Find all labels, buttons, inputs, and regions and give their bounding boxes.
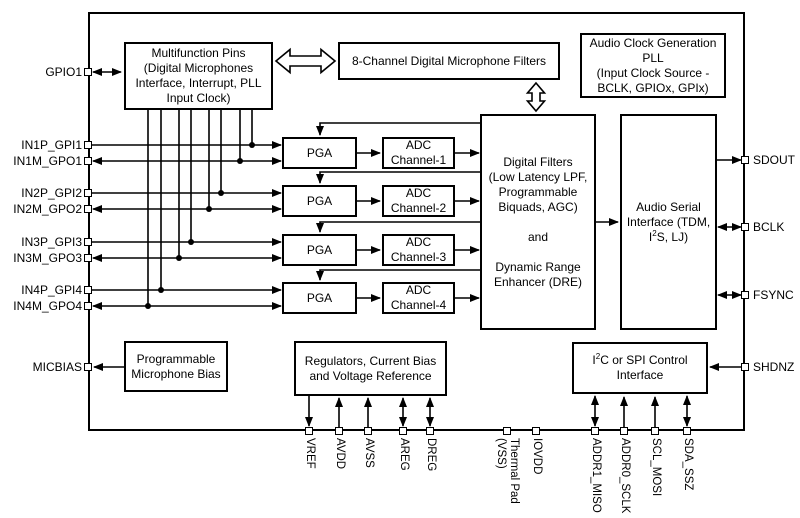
junction-dot <box>206 206 212 212</box>
pin-addr0-sclk <box>620 427 628 435</box>
pin-label-thermal-pad: Thermal Pad (VSS) <box>495 438 520 504</box>
pin-avdd <box>335 427 343 435</box>
junction-dot <box>158 287 164 293</box>
pin-bclk <box>741 223 749 231</box>
pin-label-shdnz: SHDNZ <box>753 360 795 374</box>
pin-sdout <box>741 156 749 164</box>
pin-label-iovdd: IOVDD <box>531 438 543 475</box>
block-digital-filters: Digital Filters (Low Latency LPF, Progra… <box>480 114 596 330</box>
wire-df-pga1-feedback <box>316 122 480 136</box>
pin-label-vref: VREF <box>304 438 316 469</box>
block-adc-channel-3: ADC Channel-3 <box>382 234 455 266</box>
pin-label-sdout: SDOUT <box>753 153 795 167</box>
block-regulators: Regulators, Current Bias and Voltage Ref… <box>294 341 447 396</box>
junction-dot <box>176 255 182 261</box>
junction-dot <box>188 239 194 245</box>
pin-areg <box>399 427 407 435</box>
block-pga-1: PGA <box>282 137 357 169</box>
block-pga-4: PGA <box>282 282 357 314</box>
pin-label-scl-mosi: SCL_MOSI <box>650 438 662 497</box>
pin-micbias <box>84 363 92 371</box>
pin-label-areg: AREG <box>398 438 410 471</box>
pin-iovdd <box>532 427 540 435</box>
pin-label-in4p-gpi4: IN4P_GPI4 <box>21 283 82 297</box>
pin-label-fsync: FSYNC <box>753 288 794 302</box>
block-audio-serial-interface: Audio Serial Interface (TDM, I2S, LJ) <box>620 114 717 330</box>
block-adc-channel-4: ADC Channel-4 <box>382 282 455 314</box>
pin-avss <box>364 427 372 435</box>
pin-label-in2m-gpo2: IN2M_GPO2 <box>13 202 82 216</box>
junction-dot <box>218 190 224 196</box>
block-pga-2: PGA <box>282 185 357 217</box>
wire-df-pga2-feedback <box>316 171 480 184</box>
block-audio-clock-pll: Audio Clock Generation PLL (Input Clock … <box>580 33 726 98</box>
pin-in1m-gpo1 <box>84 157 92 165</box>
bidirectional-bus-arrow-horizontal <box>274 47 337 75</box>
pin-label-in3p-gpi3: IN3P_GPI3 <box>21 235 82 249</box>
block-adc-channel-1: ADC Channel-1 <box>382 137 455 169</box>
pin-in4p-gpi4 <box>84 286 92 294</box>
pin-vref <box>305 427 313 435</box>
pin-dreg <box>426 427 434 435</box>
pin-label-in1p-gpi1: IN1P_GPI1 <box>21 138 82 152</box>
pin-in2m-gpo2 <box>84 205 92 213</box>
pin-label-sda-ssz: SDA_SSZ <box>682 438 694 491</box>
block-dmic-filters: 8-Channel Digital Microphone Filters <box>338 42 560 80</box>
chip-outline <box>88 12 745 431</box>
pin-label-gpio1: GPIO1 <box>45 65 82 79</box>
block-multifunction-pins: Multifunction Pins (Digital Microphones … <box>124 42 273 110</box>
block-adc-channel-2: ADC Channel-2 <box>382 185 455 217</box>
pin-in2p-gpi2 <box>84 189 92 197</box>
junction-dot <box>237 158 243 164</box>
pin-thermal-pad <box>503 427 511 435</box>
pin-label-addr1-miso: ADDR1_MISO <box>590 438 602 513</box>
pin-label-addr0-sclk: ADDR0_SCLK <box>619 438 631 514</box>
block-mic-bias: Programmable Microphone Bias <box>124 341 228 392</box>
wire-df-pga3-feedback <box>316 221 480 233</box>
pin-addr1-miso <box>591 427 599 435</box>
pin-in4m-gpo4 <box>84 302 92 310</box>
pin-label-avdd: AVDD <box>334 438 346 470</box>
pin-scl-mosi <box>651 427 659 435</box>
pin-in3m-gpo3 <box>84 254 92 262</box>
pin-fsync <box>741 291 749 299</box>
pin-label-bclk: BCLK <box>753 220 785 234</box>
pin-label-dreg: DREG <box>425 438 437 472</box>
wire-df-pga4-feedback <box>316 269 480 281</box>
pin-shdnz <box>741 363 749 371</box>
pin-label-micbias: MICBIAS <box>32 360 82 374</box>
pin-gpio1 <box>84 68 92 76</box>
pin-label-in1m-gpo1: IN1M_GPO1 <box>13 154 82 168</box>
pin-label-in4m-gpo4: IN4M_GPO4 <box>13 299 82 313</box>
pin-in1p-gpi1 <box>84 141 92 149</box>
pin-label-in2p-gpi2: IN2P_GPI2 <box>21 186 82 200</box>
block-control-interface: I2C or SPI Control Interface <box>572 342 708 394</box>
block-pga-3: PGA <box>282 234 357 266</box>
pin-sda-ssz <box>683 427 691 435</box>
junction-dot <box>249 142 255 148</box>
pin-label-in3m-gpo3: IN3M_GPO3 <box>13 251 82 265</box>
junction-dot <box>145 303 151 309</box>
pin-label-avss: AVSS <box>363 438 375 468</box>
bidirectional-bus-arrow-vertical <box>525 81 547 113</box>
pin-in3p-gpi3 <box>84 238 92 246</box>
